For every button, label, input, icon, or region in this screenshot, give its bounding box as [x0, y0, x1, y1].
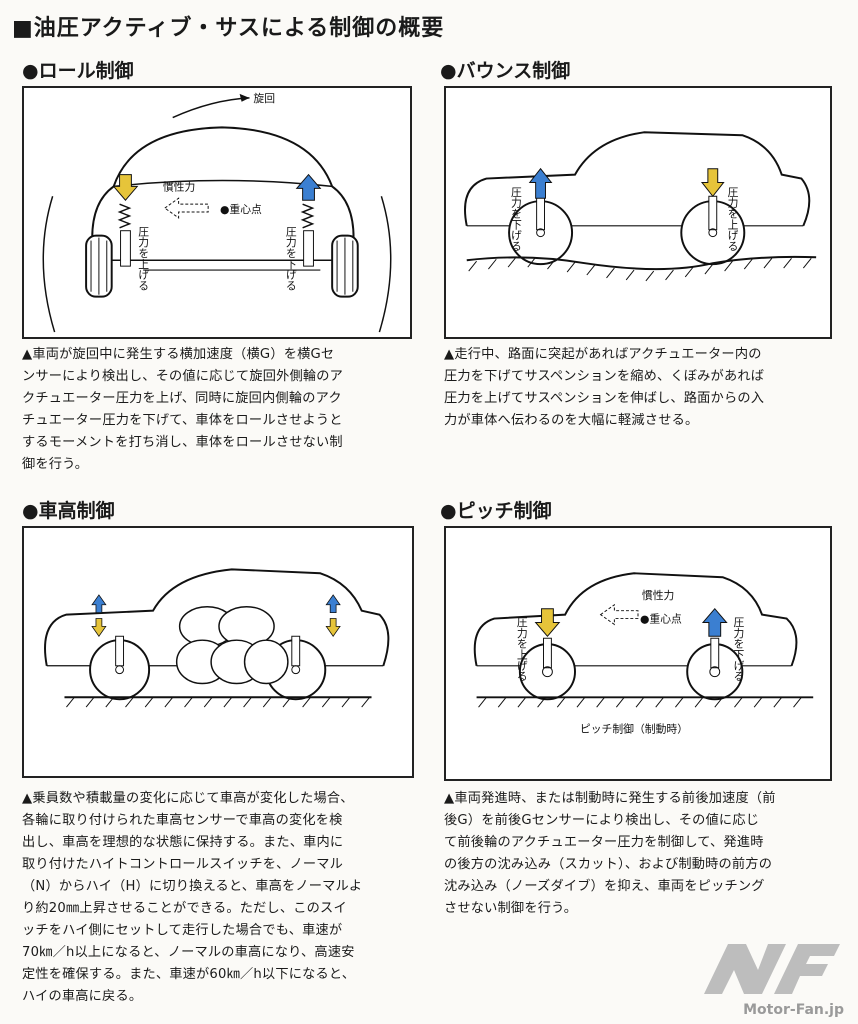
roll-diagram: 旋回 慣性力 ●重心点 圧力を上げる 圧力を下げる [22, 86, 412, 339]
caption-line: ハイの車高に戻る。 [22, 989, 143, 1004]
caption-line: の後方の沈み込み（スカット）、および制動時の前方の [444, 857, 773, 872]
pitch-cg-label: ●重心点 [640, 611, 682, 625]
bounce-heading: ●バウンス制御 [440, 60, 571, 82]
caption-line: 力が車体へ伝わるのを大幅に軽減させる。 [444, 413, 699, 428]
pitch-front-pressure-label: 圧力を上げる [515, 617, 528, 682]
caption-line: 定性を確保する。また、車速が60㎞／h以下になると、 [22, 967, 356, 982]
roll-heading: ●ロール制御 [22, 60, 134, 82]
caption-line: 御を行う。 [22, 457, 89, 472]
caption-line: ッチをハイ側にセットして走行した場合でも、車速が [22, 923, 343, 938]
watermark-text: Motor-Fan.jp [743, 1002, 844, 1018]
bounce-caption: ▲走行中、路面に突起があればアクチュエーター内の 圧力を下げてサスペンションを縮… [444, 344, 844, 432]
caption-line: するモーメントを打ち消し、車体をロールさせない制 [22, 435, 343, 450]
roll-car-illustration: 旋回 慣性力 ●重心点 圧力を上げる 圧力を下げる [42, 91, 392, 333]
down-arrow-icon [534, 608, 561, 638]
bounce-front-pressure-label: 圧力を下げる [509, 186, 522, 251]
caption-line: チュエーター圧力を下げて、車体をロールさせようと [22, 413, 343, 428]
down-arrow-icon [112, 174, 139, 201]
caption-line: 後G）を前後Gセンサーにより検出し、その値に応じ [444, 813, 760, 828]
up-arrow-icon [701, 607, 728, 637]
height-heading: ●車高制御 [22, 500, 115, 522]
caption-line: り約20㎜上昇させることができる。ただし、このスイ [22, 901, 347, 916]
down-arrow-icon [325, 618, 341, 637]
pitch-subtitle: ピッチ制御（制動時） [580, 722, 688, 736]
page-title: ■油圧アクティブ・サスによる制御の概要 [12, 16, 445, 41]
up-arrow-icon [91, 594, 107, 614]
caption-line: ▲乗員数や積載量の変化に応じて車高が変化した場合、 [22, 791, 354, 806]
caption-line: て前後輪のアクチュエーター圧力を制御して、発進時 [444, 835, 764, 850]
caption-line: ンサーにより検出し、その値に応じて旋回外側輪のア [22, 369, 344, 384]
caption-line: 圧力を上げてサスペンションを伸ばし、路面からの入 [444, 391, 765, 406]
up-arrow-icon [528, 167, 553, 199]
caption-line: クチュエーター圧力を上げ、同時に旋回内側輪のアク [22, 391, 342, 406]
pitch-heading: ●ピッチ制御 [440, 500, 552, 522]
height-diagram [22, 526, 414, 778]
height-car-illustration [44, 568, 390, 708]
pitch-car-illustration: 慣性力 ●重心点 圧力を上げる 圧力を下げる ピッチ制御（制動時） [473, 572, 814, 736]
down-arrow-icon [91, 618, 107, 637]
caption-line: 取り付けたハイトコントロールスイッチを、ノーマル [22, 857, 344, 872]
caption-line: ▲車両が旋回中に発生する横加速度（横G）を横Gセ [22, 347, 335, 362]
roll-right-pressure-label: 圧力を下げる [284, 226, 297, 291]
caption-line: （N）からハイ（H）に切り換えると、車高をノーマルよ [22, 879, 363, 894]
pitch-caption: ▲車両発進時、または制動時に発生する前後加速度（前 後G）を前後Gセンサーにより… [444, 788, 844, 920]
caption-line: 各輪に取り付けられた車高センサーで車高の変化を検 [22, 813, 343, 828]
up-arrow-icon [325, 594, 341, 614]
pitch-inertia-label: 慣性力 [642, 588, 674, 602]
height-caption: ▲乗員数や積載量の変化に応じて車高が変化した場合、 各輪に取り付けられた車高セン… [22, 788, 432, 1008]
down-arrow-icon [700, 168, 725, 198]
caption-line: 出し、車高を理想的な状態に保持する。また、車内に [22, 835, 344, 850]
roll-caption: ▲車両が旋回中に発生する横加速度（横G）を横Gセ ンサーにより検出し、その値に応… [22, 344, 422, 476]
caption-line: させない制御を行う。 [444, 901, 578, 916]
bounce-rear-pressure-label: 圧力を上げる [726, 186, 739, 251]
bounce-car-illustration: 圧力を下げる 圧力を上げる [464, 131, 817, 282]
roll-left-pressure-label: 圧力を上げる [137, 226, 150, 291]
pitch-rear-pressure-label: 圧力を下げる [732, 617, 745, 682]
caption-line: 70㎞／h以上になると、ノーマルの車高になり、高速安 [22, 945, 355, 960]
up-arrow-icon [295, 173, 322, 201]
inertia-label: 慣性力 [163, 179, 195, 193]
motorfan-logo [704, 944, 840, 994]
caption-line: ▲車両発進時、または制動時に発生する前後加速度（前 [444, 791, 776, 806]
cg-label: ●重心点 [220, 202, 262, 216]
caption-line: ▲走行中、路面に突起があればアクチュエーター内の [444, 347, 762, 362]
caption-line: 沈み込み（ノーズダイブ）を抑え、車両をピッチング [444, 879, 765, 894]
bounce-diagram: 圧力を下げる 圧力を上げる [444, 86, 832, 339]
pitch-diagram: 慣性力 ●重心点 圧力を上げる 圧力を下げる ピッチ制御（制動時） [444, 526, 832, 781]
caption-line: 圧力を下げてサスペンションを縮め、くぼみがあれば [444, 369, 765, 384]
turn-label: 旋回 [253, 91, 275, 105]
